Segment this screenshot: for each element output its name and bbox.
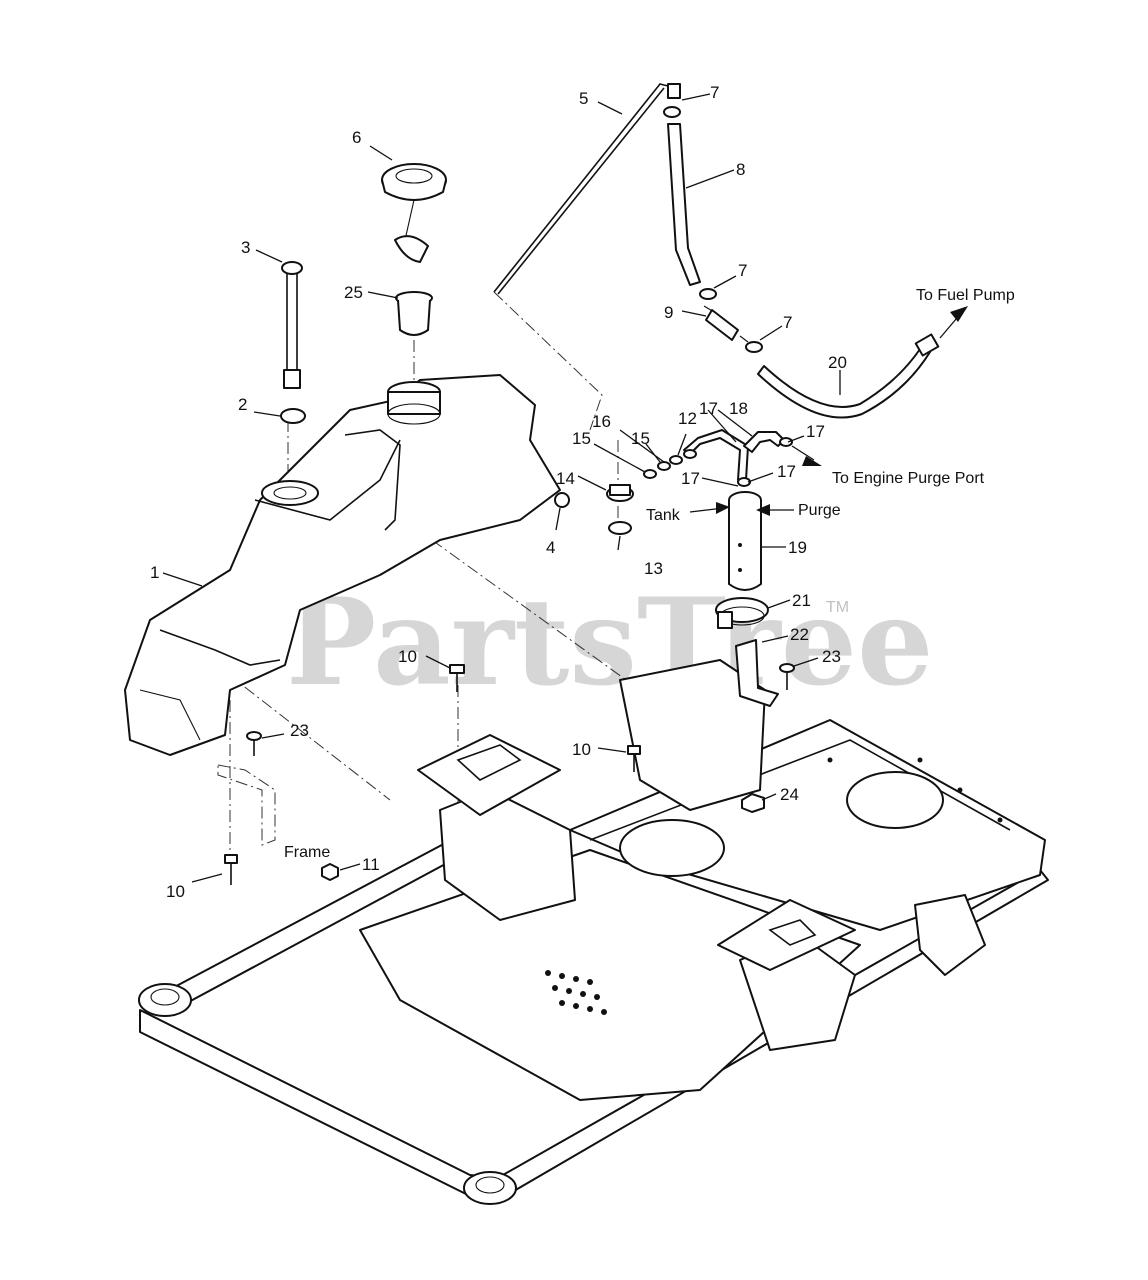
callout-5: 5	[579, 89, 588, 108]
fuel-hose	[667, 123, 701, 286]
note-frame: Frame	[284, 844, 330, 861]
note-to-fuel-pump: To Fuel Pump	[916, 287, 1015, 304]
callout-15a: 15	[572, 429, 591, 448]
callout-17d: 17	[777, 462, 796, 481]
callout-22: 22	[790, 625, 809, 644]
watermark: PartsTree TM	[286, 572, 933, 713]
callout-13: 13	[644, 559, 663, 578]
washer	[608, 521, 632, 535]
canister-clamp	[715, 597, 769, 629]
hose-clamp	[914, 333, 940, 357]
callout-4: 4	[546, 538, 555, 557]
callout-7c: 7	[783, 313, 792, 332]
callout-11: 11	[362, 855, 380, 874]
tank-grommet	[280, 408, 306, 424]
callout-24: 24	[780, 785, 799, 804]
frame-holes	[545, 757, 1003, 1015]
callout-10a: 10	[398, 647, 417, 666]
watermark-text: PartsTree	[286, 572, 933, 713]
callout-1: 1	[150, 563, 159, 582]
vent-tube	[493, 83, 677, 293]
callout-9: 9	[664, 303, 673, 322]
fuel-tank	[124, 374, 561, 756]
callout-6: 6	[352, 128, 361, 147]
callout-23b: 23	[290, 721, 309, 740]
callout-17b: 17	[806, 422, 825, 441]
callout-labels: 1 2 3 4 5 6 7 7 7 8 9 10 10 10 11 12 13 …	[150, 83, 847, 901]
vent-fitting	[667, 83, 681, 99]
callout-23a: 23	[822, 647, 841, 666]
canister-bracket	[735, 639, 779, 707]
note-to-engine-purge-port: To Engine Purge Port	[832, 470, 985, 487]
callout-3: 3	[241, 238, 250, 257]
note-purge: Purge	[798, 502, 841, 519]
filler-strainer	[395, 291, 433, 336]
callout-18: 18	[729, 399, 748, 418]
callout-2: 2	[238, 395, 247, 414]
callout-7b: 7	[738, 261, 747, 280]
carbon-canister	[728, 491, 762, 591]
hex-bolt	[449, 664, 465, 692]
callout-25: 25	[344, 283, 363, 302]
flange-nut	[741, 793, 765, 813]
callout-17c: 17	[681, 469, 700, 488]
mower-frame	[138, 659, 1049, 1205]
hose-clamp	[663, 106, 681, 118]
callout-21: 21	[792, 591, 811, 610]
inline-fuel-filter	[703, 305, 749, 343]
callout-12: 12	[678, 409, 697, 428]
carriage-bolt	[246, 731, 262, 756]
callout-20: 20	[828, 353, 847, 372]
note-tank: Tank	[646, 507, 681, 524]
callout-7a: 7	[710, 83, 719, 102]
callout-14: 14	[556, 469, 575, 488]
fuel-sender	[281, 261, 303, 389]
callout-16: 16	[592, 412, 611, 431]
callout-19: 19	[788, 538, 807, 557]
hose-clamp	[699, 288, 717, 300]
fuel-cap	[381, 163, 447, 263]
carriage-bolt	[779, 663, 795, 690]
callout-15b: 15	[631, 429, 650, 448]
hex-bolt	[224, 854, 238, 885]
callout-17a: 17	[699, 399, 718, 418]
hex-bolt	[627, 745, 641, 772]
bushing	[554, 492, 570, 508]
hex-nut	[321, 863, 339, 881]
vapor-line-assembly	[643, 429, 793, 487]
hose-clamp	[745, 341, 763, 353]
leader-lines	[162, 93, 841, 883]
diagram-notes: To Fuel Pump To Engine Purge Port Tank P…	[284, 287, 1015, 861]
callout-10b: 10	[572, 740, 591, 759]
callout-8: 8	[736, 160, 745, 179]
rollover-valve	[606, 484, 634, 502]
callout-10c: 10	[166, 882, 185, 901]
watermark-trademark: TM	[826, 599, 849, 616]
